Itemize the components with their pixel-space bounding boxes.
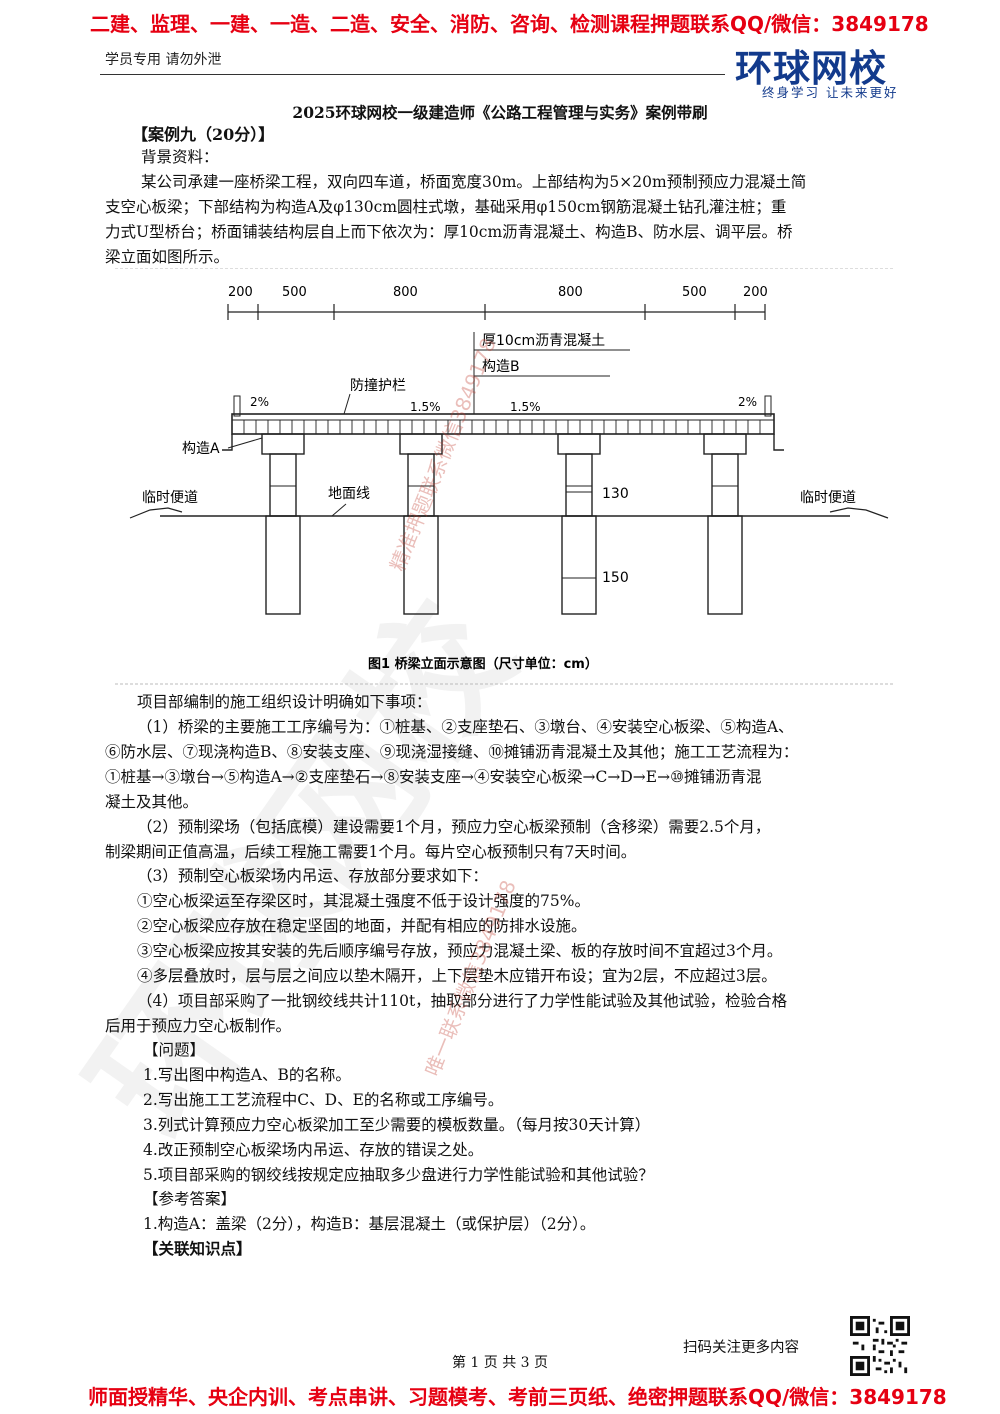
dim-label: 800 xyxy=(393,285,418,300)
label-structure-a: 构造A xyxy=(182,441,220,457)
dim-label: 500 xyxy=(682,285,707,300)
bottom-banner: 师面授精华、央企内训、考点串讲、习题模考、考前三页纸、绝密押题联系QQ/微信：3… xyxy=(88,1385,947,1409)
question-item: 5.项目部采购的钢绞线按规定应抽取多少盘进行力学性能试验和其他试验？ xyxy=(143,1166,654,1184)
answer-item: 1.构造A：盖梁（2分），构造B：基层混凝土（或保护层）（2分）。 xyxy=(143,1215,596,1233)
slope-label: 1.5% xyxy=(410,400,441,414)
question-item: 1.写出图中构造A、B的名称。 xyxy=(143,1066,351,1084)
figure-caption: 图1 桥梁立面示意图（尺寸单位：cm） xyxy=(368,656,598,672)
label-temp-road-right: 临时便道 xyxy=(800,490,856,506)
dim-label: 800 xyxy=(558,285,583,300)
label-column-diameter: 130 xyxy=(602,486,629,502)
question-item: 3.列式计算预应力空心板梁加工至少需要的模板数量。（每月按30天计算） xyxy=(143,1116,651,1134)
brand-logo: 环球网校 xyxy=(735,47,887,90)
slope-label: 2% xyxy=(738,395,757,409)
background-line: 某公司承建一座桥梁工程，双向四车道，桥面宽度30m。上部结构为5×20m预制预应… xyxy=(141,173,807,191)
body-line: 凝土及其他。 xyxy=(105,793,199,811)
body-line: ①桩基→③墩台→⑤构造A→②支座垫石→⑧安装支座→④安装空心板梁→C→D→E→⑩… xyxy=(105,768,762,786)
body-line: 制梁期间正值高温，后续工程施工需要1个月。每片空心板预制只有7天时间。 xyxy=(105,843,637,861)
brand-slogan: 终身学习 让未来更好 xyxy=(762,85,899,100)
label-asphalt: 厚10cm沥青混凝土 xyxy=(482,333,605,349)
slope-label: 1.5% xyxy=(510,400,541,414)
question-item: 2.写出施工工艺流程中C、D、E的名称或工序编号。 xyxy=(143,1091,504,1109)
body-line: ②空心板梁应存放在稳定坚固的地面，并配有相应的防排水设施。 xyxy=(137,917,587,935)
answer-label: 【参考答案】 xyxy=(143,1190,237,1208)
background-label: 背景资料： xyxy=(141,148,219,166)
top-banner: 二建、监理、一建、一造、二造、安全、消防、咨询、检测课程押题联系QQ/微信：38… xyxy=(90,12,929,36)
body-line: 项目部编制的施工组织设计明确如下事项： xyxy=(137,693,432,711)
body-line: ①空心板梁运至存梁区时，其混凝土强度不低于设计强度的75%。 xyxy=(137,892,590,910)
label-ground-line: 地面线 xyxy=(328,486,370,502)
label-temp-road-left: 临时便道 xyxy=(142,490,198,506)
body-line: （1）桥梁的主要施工工序编号为：①桩基、②支座垫石、③墩台、④安装空心板梁、⑤构… xyxy=(137,718,794,736)
slope-label: 2% xyxy=(250,395,269,409)
body-line: 后用于预应力空心板制作。 xyxy=(105,1017,292,1035)
dim-label: 200 xyxy=(743,285,768,300)
label-structure-b: 构造B xyxy=(482,359,520,375)
body-line: （2）预制梁场（包括底模）建设需要1个月，预应力空心板梁预制（含移梁）需要2.5… xyxy=(137,818,771,836)
body-line: （3）预制空心板梁场内吊运、存放部分要求如下： xyxy=(137,867,488,885)
label-guardrail: 防撞护栏 xyxy=(350,378,406,394)
questions-label: 【问题】 xyxy=(143,1041,206,1059)
body-line: ⑥防水层、⑦现浇构造B、⑧安装支座、⑨现浇湿接缝、⑩摊铺沥青混凝土及其他；施工工… xyxy=(105,743,799,761)
dim-label: 200 xyxy=(228,285,253,300)
header-note: 学员专用 请勿外泄 xyxy=(105,52,222,68)
dim-label: 500 xyxy=(282,285,307,300)
background-line: 支空心板梁；下部结构为构造A及φ130cm圆柱式墩，基础采用φ150cm钢筋混凝… xyxy=(105,198,787,216)
page-number: 第 1 页 共 3 页 xyxy=(451,1355,549,1371)
case-title: 【案例九（20分）】 xyxy=(132,125,275,144)
question-item: 4.改正预制空心板梁场内吊运、存放的错误之处。 xyxy=(143,1141,484,1159)
qr-code-icon[interactable] xyxy=(850,1316,910,1376)
background-line: 梁立面如图所示。 xyxy=(105,248,230,266)
scan-note: 扫码关注更多内容 xyxy=(683,1340,799,1356)
document-title: 2025环球网校一级建造师《公路工程管理与实务》案例带刷 xyxy=(292,103,708,122)
knowledge-label: 【关联知识点】 xyxy=(143,1239,252,1258)
body-line: （4）项目部采购了一批钢绞线共计110t，抽取部分进行了力学性能试验及其他试验，… xyxy=(137,992,788,1010)
body-line: ③空心板梁应按其安装的先后顺序编号存放，预应力混凝土梁、板的存放时间不宜超过3个… xyxy=(137,942,783,960)
bridge-elevation-figure: 200 500 800 800 500 200 厚10cm沥青混凝土 构造B 防… xyxy=(115,268,895,685)
body-line: ④多层叠放时，层与层之间应以垫木隔开，上下层垫木应错开布设；宜为2层，不应超过3… xyxy=(137,967,777,985)
background-line: 力式U型桥台；桥面铺装结构层自上而下依次为：厚10cm沥青混凝土、构造B、防水层… xyxy=(105,223,793,241)
label-pile-diameter: 150 xyxy=(602,570,629,586)
header-rule xyxy=(100,74,725,75)
